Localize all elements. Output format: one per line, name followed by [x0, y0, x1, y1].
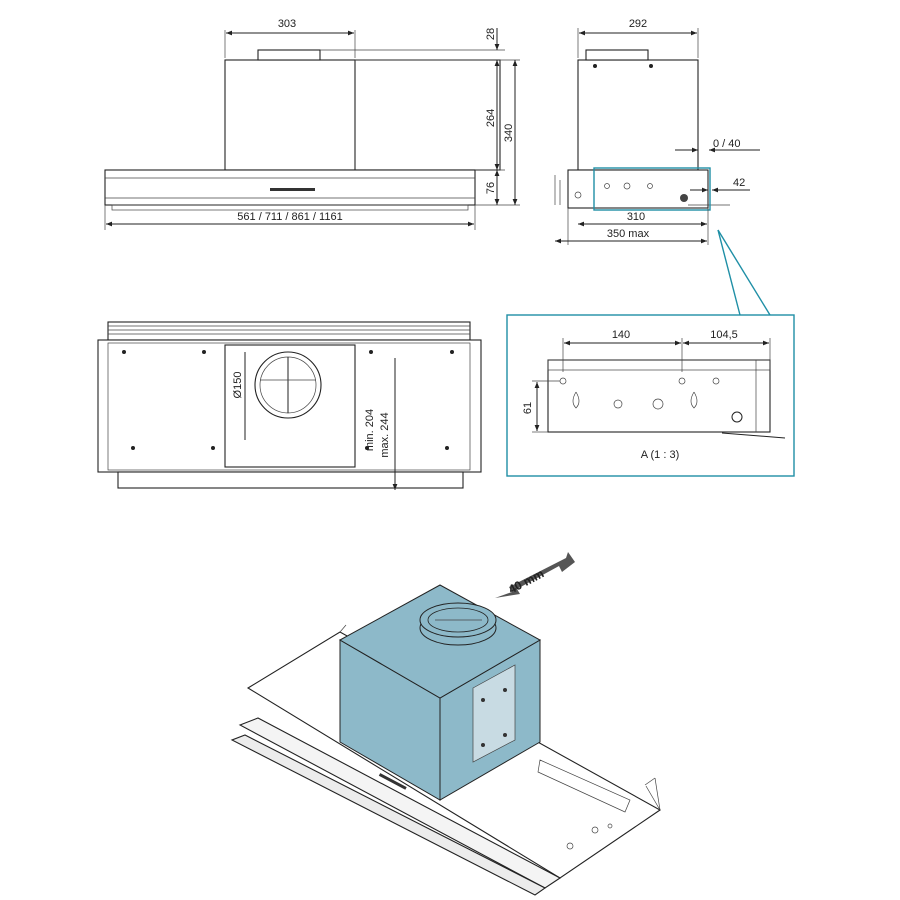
dim-offset: 0 / 40	[713, 138, 741, 150]
detail-a: 140 104,5 61 A (1 : 3)	[506, 314, 795, 477]
dim-max: max. 244	[379, 412, 391, 457]
dim-min: min. 204	[364, 409, 376, 451]
dim-detail-left: 140	[612, 329, 630, 341]
dim-detail-height: 61	[522, 402, 534, 414]
side-view: 292 0 / 40 42 310 350 max	[554, 18, 771, 316]
dim-side-top-width: 292	[629, 18, 647, 30]
isometric-view: 40 mm	[230, 552, 662, 896]
dim-body-height: 264	[485, 109, 497, 127]
dim-top-width: 303	[278, 18, 296, 30]
dim-total-width: 561 / 711 / 861 / 1161	[237, 211, 342, 223]
dim-right: 42	[733, 177, 745, 189]
bottom-view: Ø150 min. 204 max. 244	[97, 321, 482, 490]
dim-base-height: 76	[485, 182, 497, 194]
detail-caption: A (1 : 3)	[641, 449, 680, 461]
arrow-label: 40 mm	[506, 566, 546, 596]
dim-diameter: Ø150	[232, 372, 244, 399]
dim-top-height: 28	[485, 28, 497, 40]
dim-total-height: 340	[503, 124, 515, 142]
front-view: 303 28 264 340 76 561 / 711 / 861 / 1161	[104, 18, 520, 230]
dim-detail-right: 104,5	[710, 329, 738, 341]
double-arrow-icon	[495, 552, 575, 598]
dim-base-width: 310	[627, 211, 645, 223]
dim-max-width: 350 max	[607, 228, 650, 240]
